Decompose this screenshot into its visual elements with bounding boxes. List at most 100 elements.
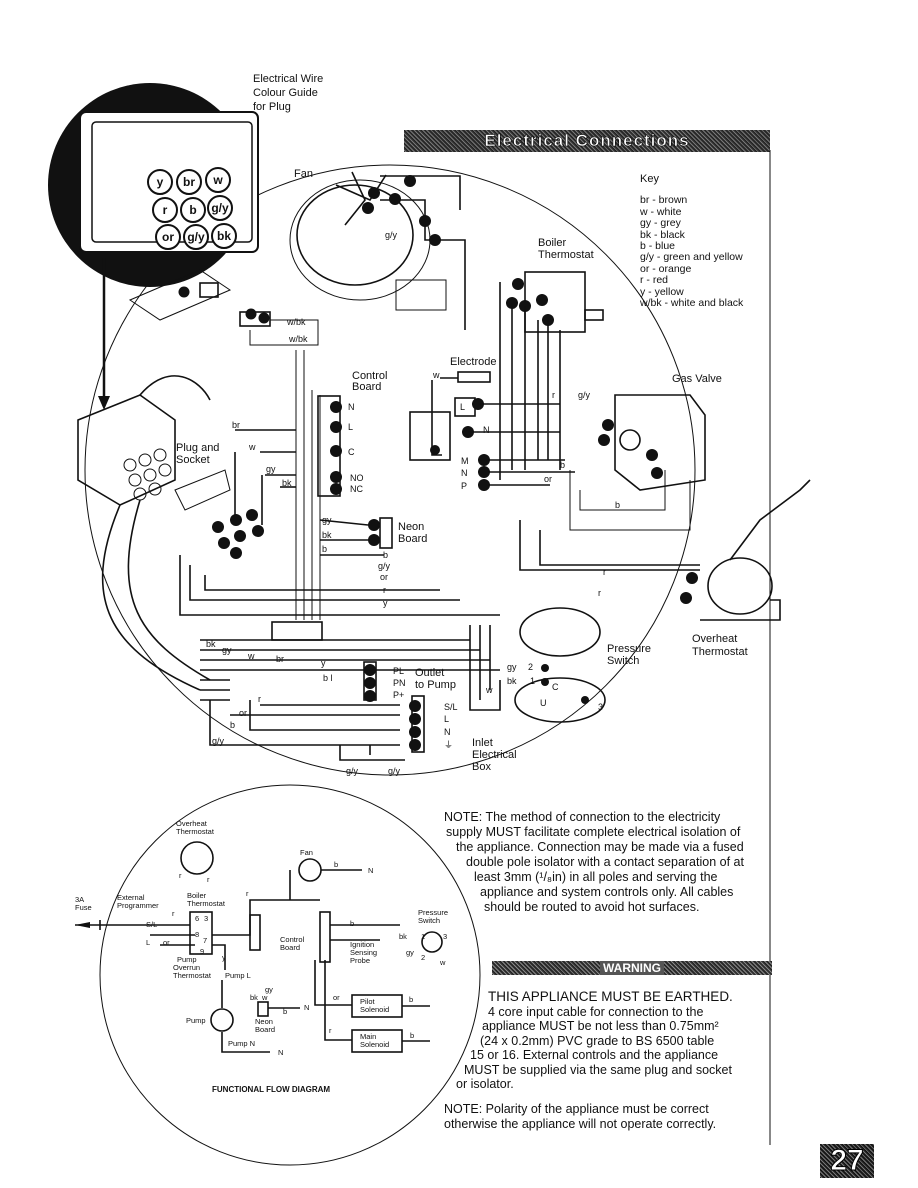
terminal-dot [330, 483, 342, 495]
terminal-label: L [460, 402, 465, 412]
functional-flow-diagram: FUNCTIONAL FLOW DIAGRAM Overheat Thermos… [75, 784, 481, 1166]
terminal-label: ⏚ [444, 740, 453, 750]
plug-pin-label: br [183, 175, 195, 189]
plug-pin [155, 224, 181, 250]
terminal-label: N [483, 425, 490, 435]
plug-and-socket: Plug and Socket [77, 375, 231, 691]
flow-label: Control [280, 935, 305, 944]
flow-label: b [283, 1007, 287, 1016]
plug-pin-label: b [189, 203, 196, 217]
warning-line: MUST be supplied via the same plug and s… [464, 1062, 732, 1077]
thermostat-body [524, 271, 586, 333]
control-board-label: Board [352, 381, 381, 393]
harness-wire [234, 451, 296, 520]
cable-clamp [271, 621, 323, 641]
control-board: Control Board N L C NO NC [295, 350, 387, 620]
electrode-body [457, 371, 491, 383]
wire-label: g/y [212, 736, 225, 746]
flow-label: 8 [195, 930, 199, 939]
flow-line [314, 960, 430, 1042]
flow-label: 1 [421, 932, 425, 941]
harness-wire [179, 555, 500, 616]
arrow-head-icon [98, 396, 110, 410]
wire-label: or [380, 572, 388, 582]
flow-label: Thermostat [173, 971, 212, 980]
note-line: should be routed to avoid hot surfaces. [484, 900, 700, 914]
note-line: double pole isolator with a contact sepa… [466, 855, 744, 869]
wire-label: b [615, 500, 620, 510]
control-board-label: Control [352, 370, 387, 382]
wire-label: or [239, 708, 247, 718]
terminal-dot [330, 471, 342, 483]
flow-label: 2 [421, 953, 425, 962]
flow-label: Thermostat [187, 899, 226, 908]
flow-label: y [222, 953, 226, 962]
ps-terminal [541, 664, 549, 672]
fan-blade-icon [335, 171, 387, 226]
main-harness: br w gy bk g/y or r y [179, 420, 700, 616]
connector-terminal [178, 286, 190, 298]
lower-wire [200, 639, 500, 701]
flow-boiler-thermostat [189, 911, 213, 955]
flow-label: 3 [204, 914, 208, 923]
plug-pin [205, 167, 231, 193]
thermostat-terminal [512, 278, 524, 290]
wire-label: w [432, 370, 440, 380]
key-item: b - blue [640, 240, 676, 253]
flow-label: 3A [75, 895, 84, 904]
flow-line [221, 1032, 270, 1053]
key-item: y - yellow [640, 285, 684, 298]
harness-terminal [230, 547, 242, 559]
wire-label: w [247, 651, 255, 661]
flow-label: r [246, 889, 249, 898]
terminal-label: N [444, 727, 451, 737]
fan-plug-outline [128, 269, 232, 321]
wire-label: b [560, 460, 565, 470]
pressure-switch-body [519, 607, 601, 657]
gas-valve-terminal [602, 419, 614, 431]
wire-label: w/bk [288, 334, 308, 344]
flow-label: r [172, 909, 175, 918]
flow-label: Pump N [228, 1039, 255, 1048]
wire-label: r [258, 694, 261, 704]
terminal-dot [409, 726, 421, 738]
terminal-dot [409, 739, 421, 751]
terminal-dot [364, 677, 376, 689]
plug-pin [211, 223, 237, 249]
wire-label: bk [507, 676, 517, 686]
neon-board-label: Board [398, 533, 427, 545]
flow-control-board-left [249, 914, 261, 951]
cable-sheath [139, 375, 211, 401]
note-line: least 3mm (¹/₈in) in all poles and servi… [474, 870, 718, 884]
pressure-switch: Pressure Switch gy bk w 2 1 3 C U [485, 607, 651, 723]
wire-label: gy [266, 464, 276, 474]
socket-pin [138, 453, 152, 467]
flow-label: N [278, 1048, 283, 1057]
key-title: Key [640, 173, 659, 185]
plug-pin [147, 169, 173, 195]
fan-terminal [368, 187, 380, 199]
flow-label: gy [406, 948, 414, 957]
neon-board-label: Neon [398, 521, 424, 533]
flow-label: Thermostat [176, 827, 215, 836]
electrode-terminal [430, 445, 440, 455]
neon-terminal [368, 519, 380, 531]
flow-label: 6 [195, 914, 199, 923]
flow-label: Solenoid [360, 1005, 389, 1014]
terminal-dot [409, 713, 421, 725]
overheat-terminal [686, 572, 698, 584]
wire-label: r [383, 585, 386, 595]
pressure-switch-base [514, 677, 606, 723]
flow-label: b [334, 860, 338, 869]
overheat-body [707, 557, 773, 615]
terminal-label: M [461, 456, 469, 466]
plug-guide-line-2: Colour Guide [253, 87, 318, 99]
fan-terminal [362, 202, 374, 214]
flow-label: External [117, 893, 145, 902]
wire-label: r [598, 588, 601, 598]
flow-label: Boiler [187, 891, 207, 900]
terminal-dot [330, 401, 342, 413]
wire-label: b [383, 550, 388, 560]
warning-line: 15 or 16. External controls and the appl… [470, 1048, 719, 1062]
plug-guide-line-3: for Plug [253, 101, 291, 113]
